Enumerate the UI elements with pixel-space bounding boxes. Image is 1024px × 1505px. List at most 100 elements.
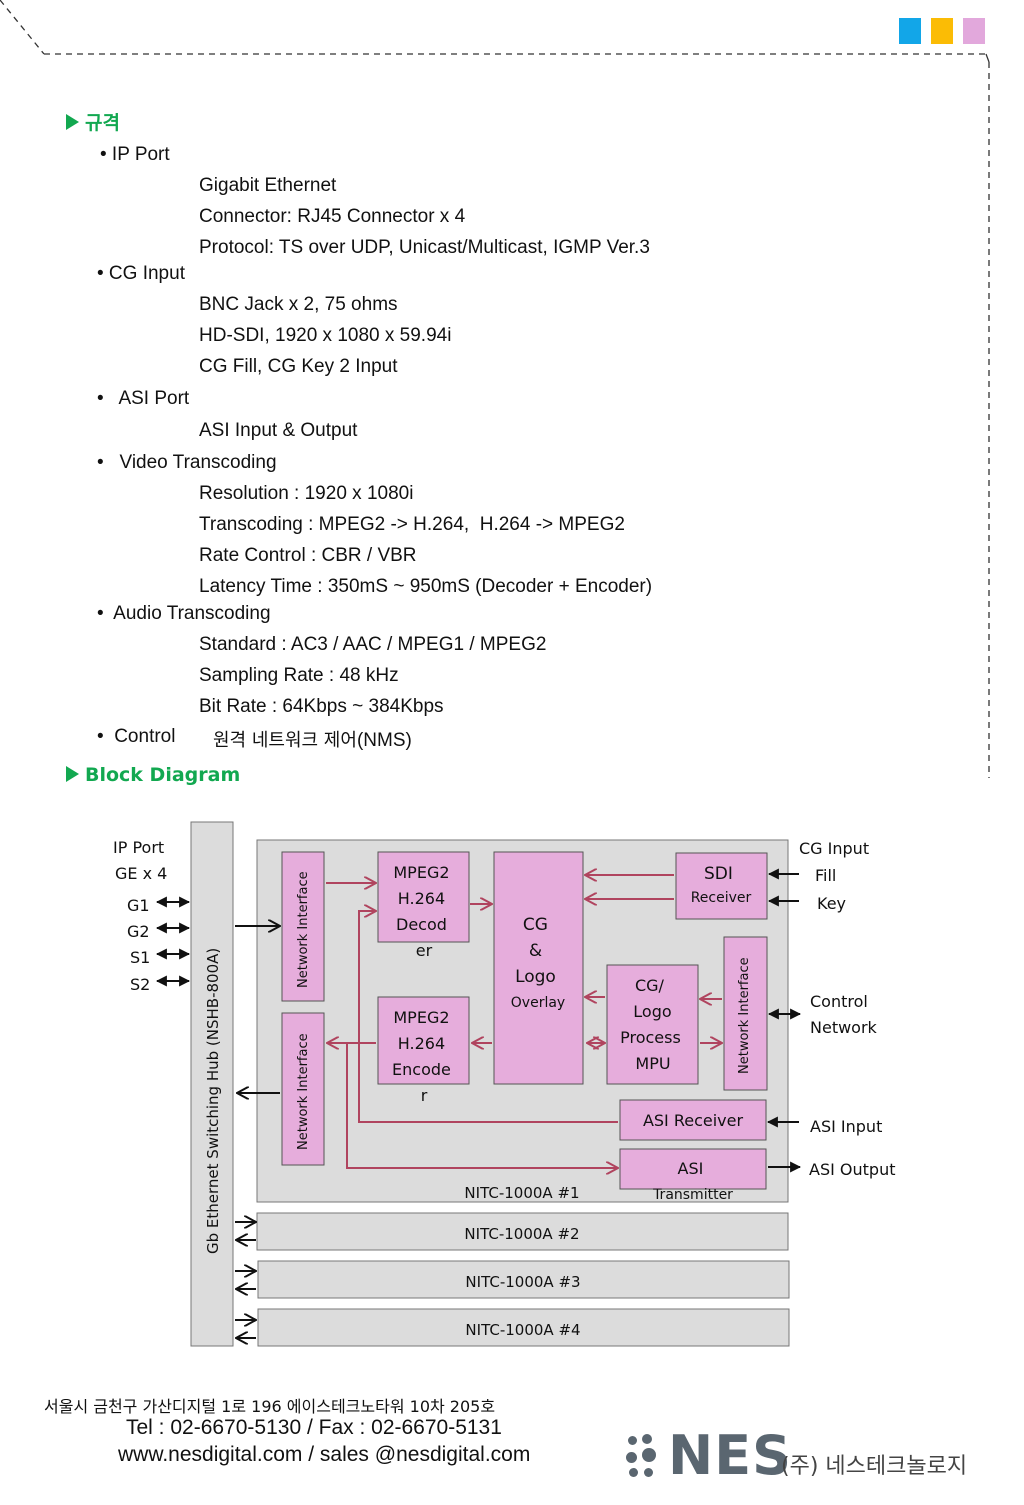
network-interface-right-label: Network Interface: [737, 957, 752, 1074]
unit-2-panel: [256, 1212, 789, 1251]
encoder-line: MPEG2: [393, 1008, 449, 1027]
decoder-line: MPEG2: [393, 863, 449, 882]
spec-detail: CG Fill, CG Key 2 Input: [199, 356, 398, 377]
page-frame: [0, 0, 990, 778]
network-interface-top: [281, 851, 325, 1002]
internal-signal-arrows: [326, 875, 722, 1168]
spec-detail: Sampling Rate : 48 kHz: [199, 665, 399, 686]
spec-detail: Gigabit Ethernet: [199, 175, 337, 196]
unit-3-panel: [257, 1260, 790, 1299]
port-label: S1: [130, 948, 150, 967]
block-diagram-title-text: Block Diagram: [85, 764, 241, 786]
footer-tel: Tel : 02-6670-5130 / Fax : 02-6670-5131: [126, 1416, 502, 1439]
sdi-receiver-text: SDI Receiver: [691, 864, 752, 906]
encoder-block: [377, 996, 470, 1085]
logo-wordmark: NES: [668, 1424, 792, 1487]
spec-section-title: 규격: [66, 108, 120, 135]
port-label: G1: [127, 896, 150, 915]
asi-receiver-path: [358, 911, 618, 1123]
port-label: G2: [127, 922, 150, 941]
company-logo: NES (주) 네스테크놀로지: [624, 1424, 1014, 1487]
spec-control-value: 원격 네트워크 제어(NMS): [213, 726, 412, 752]
cg-overlay-line: &: [529, 941, 542, 961]
spec-detail: BNC Jack x 2, 75 ohms: [199, 294, 398, 315]
unit-4-panel: [257, 1308, 790, 1347]
switching-hub: [190, 821, 234, 1347]
asi-transmitter-block: [619, 1148, 767, 1190]
unit-1-label: NITC-1000A #1: [464, 1184, 579, 1202]
decoder-line: H.264: [398, 889, 445, 908]
spec-item-asi-port: • ASI Port: [97, 388, 190, 409]
switching-hub-label: Gb Ethernet Switching Hub (NSHB-800A): [204, 948, 222, 1254]
logo-dot: [629, 1468, 638, 1477]
logo-dot: [626, 1452, 637, 1463]
sdi-line: SDI: [704, 864, 733, 884]
block-diagram: Gb Ethernet Switching Hub (NSHB-800A) NI…: [113, 821, 895, 1347]
spec-detail: Standard : AC3 / AAC / MPEG1 / MPEG2: [199, 634, 547, 655]
control-label: Control: [810, 992, 868, 1011]
logo-dot: [642, 1434, 652, 1444]
asi-receiver-block: [619, 1099, 767, 1141]
port-label: S2: [130, 975, 150, 994]
corner-square-blue: [899, 18, 921, 44]
asi-output-label: ASI Output: [809, 1160, 895, 1179]
asi-transmit-path: [346, 1043, 618, 1168]
triangle-marker-icon: [66, 114, 79, 130]
unit-2-label: NITC-1000A #2: [464, 1225, 579, 1243]
asi-input-label: ASI Input: [810, 1117, 882, 1136]
spec-detail: Rate Control : CBR / VBR: [199, 545, 417, 566]
decoder-text: MPEG2 H.264 Decod er: [393, 863, 454, 960]
cg-overlay-line: Overlay: [511, 995, 565, 1011]
logo-dot: [644, 1468, 653, 1477]
spec-item-cg-input: • CG Input: [97, 263, 185, 284]
external-labels: IP Port GE x 4 G1 G2 S1 S2 CG Input Fill…: [113, 838, 895, 1179]
spec-detail: Connector: RJ45 Connector x 4: [199, 206, 466, 227]
asi-tx-line: ASI: [678, 1159, 704, 1178]
footer-web: www.nesdigital.com / sales @nesdigital.c…: [118, 1443, 531, 1466]
asi-transmitter-text: ASI Transmitter: [652, 1159, 733, 1203]
fill-label: Fill: [815, 866, 836, 885]
cg-logo-overlay-text: CG & Logo Overlay: [511, 915, 565, 1011]
company-name: (주) 네스테크놀로지: [781, 1454, 968, 1479]
key-label: Key: [817, 894, 846, 913]
spec-title-text: 규격: [85, 112, 120, 134]
cg-logo-overlay-block: [493, 851, 584, 1085]
network-label: Network: [810, 1018, 878, 1037]
spec-detail: Protocol: TS over UDP, Unicast/Multicast…: [199, 237, 650, 258]
spec-item-control: • Control: [97, 726, 176, 747]
cg-logo-mpu-block: [606, 964, 699, 1085]
decoder-line: Decod: [396, 915, 447, 934]
sdi-line: Receiver: [691, 890, 752, 906]
mpu-line: CG/: [635, 976, 665, 995]
asi-receiver-label: ASI Receiver: [643, 1111, 744, 1130]
triangle-marker-icon: [66, 766, 79, 782]
decoder-line: er: [416, 941, 433, 960]
spec-control-value-suffix: (NMS): [356, 730, 412, 751]
footer-address: 서울시 금천구 가산디지털 1로 196 에이스테크노타워 10차 205호: [44, 1397, 496, 1416]
sdi-receiver-block: [675, 852, 768, 920]
spec-item-ip-port: • IP Port: [100, 144, 170, 165]
ip-port-label: IP Port: [113, 838, 164, 857]
encoder-line: Encode: [392, 1060, 451, 1079]
cg-input-label: CG Input: [799, 839, 869, 858]
encoder-line: r: [421, 1086, 428, 1105]
mpu-line: Process: [620, 1028, 681, 1047]
mpu-line: Logo: [633, 1002, 671, 1021]
spec-detail: Resolution : 1920 x 1080i: [199, 483, 414, 504]
spec-detail: Bit Rate : 64Kbps ~ 384Kbps: [199, 696, 444, 717]
block-diagram-section-title: Block Diagram: [66, 764, 240, 786]
spec-detail: HD-SDI, 1920 x 1080 x 59.94i: [199, 325, 452, 346]
spec-detail: Latency Time : 350mS ~ 950mS (Decoder + …: [199, 576, 653, 597]
ge-label: GE x 4: [115, 864, 167, 883]
network-interface-bottom: [281, 1012, 325, 1166]
spec-item-audio-transcoding: • Audio Transcoding: [97, 603, 271, 624]
network-interface-right: [723, 936, 768, 1091]
spec-detail: Transcoding : MPEG2 -> H.264, H.264 -> M…: [199, 514, 625, 535]
network-interface-top-label: Network Interface: [296, 871, 311, 988]
network-interface-bottom-label: Network Interface: [296, 1033, 311, 1150]
spec-detail: ASI Input & Output: [199, 420, 358, 441]
unit-4-label: NITC-1000A #4: [465, 1321, 580, 1339]
spec-item-video-transcoding: • Video Transcoding: [97, 452, 277, 473]
logo-dot: [628, 1436, 637, 1445]
cg-overlay-line: Logo: [515, 967, 556, 987]
